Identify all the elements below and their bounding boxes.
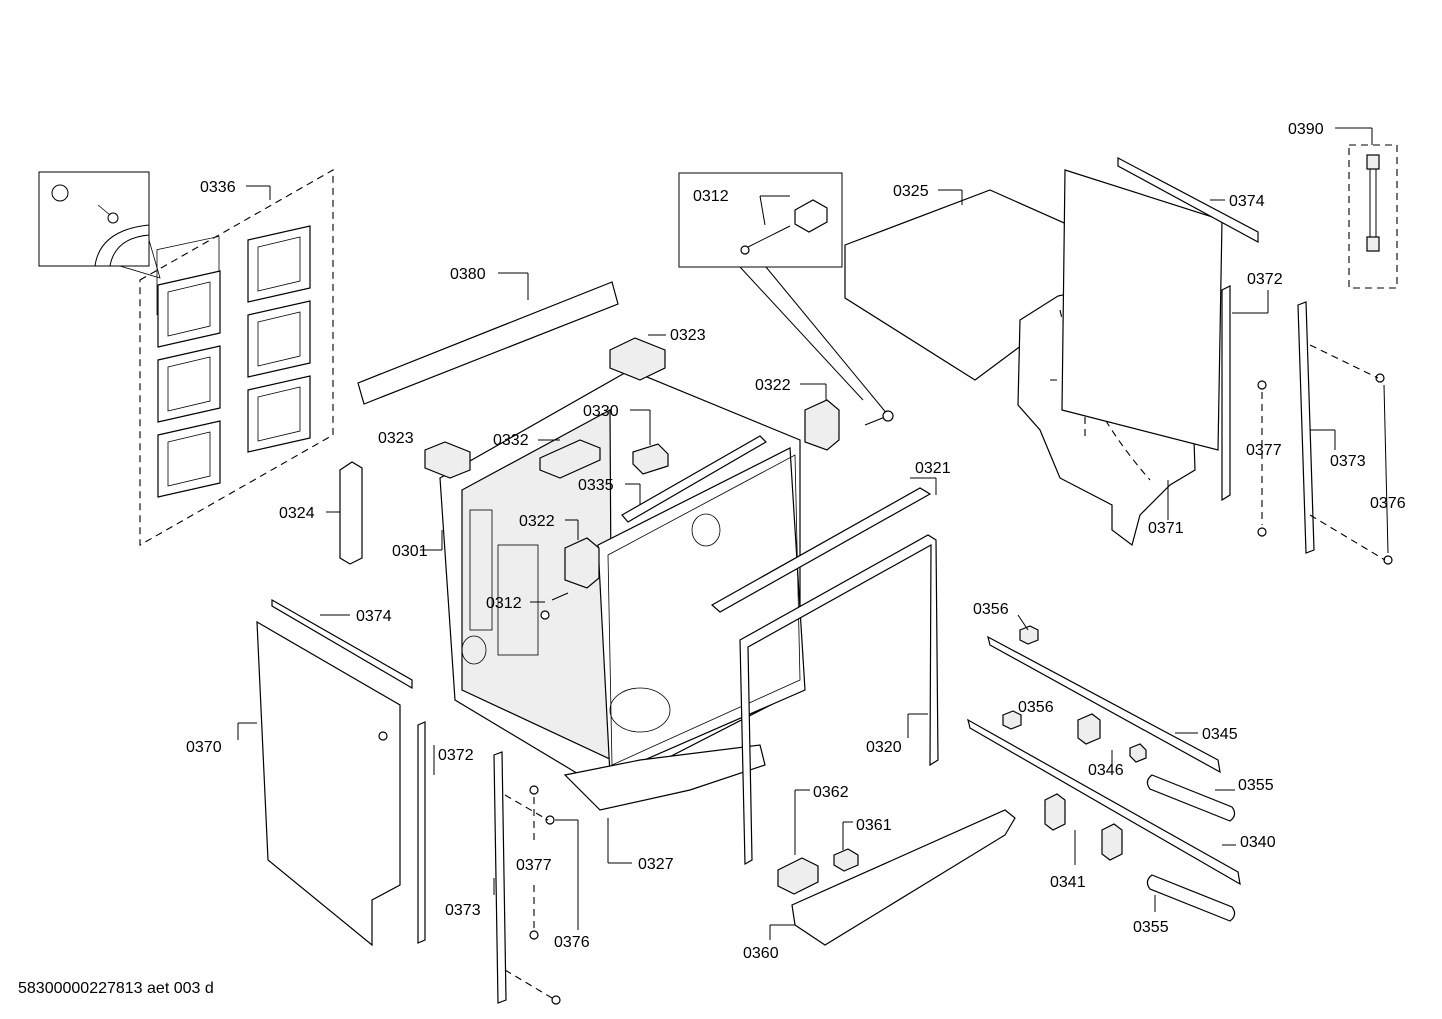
part-0341-clips — [1044, 793, 1123, 861]
label-0340: 0340 — [1240, 834, 1276, 851]
label-0330: 0330 — [583, 403, 619, 420]
label-0320: 0320 — [866, 739, 902, 756]
part-0336-insulation-sheet — [38, 169, 334, 546]
part-0373-rail-right — [1297, 301, 1315, 554]
part-0330-clip — [632, 443, 669, 475]
label-0322-mid: 0322 — [519, 513, 555, 530]
part-0356-clip-mid — [1002, 710, 1022, 730]
part-0376-screws-left — [504, 794, 579, 1005]
part-0345-rail — [987, 635, 1221, 774]
label-0373-right: 0373 — [1330, 453, 1366, 470]
label-0372-right: 0372 — [1247, 271, 1283, 288]
part-0323-bracket-left — [424, 441, 471, 479]
label-0332: 0332 — [493, 432, 529, 449]
label-0374-left: 0374 — [356, 608, 392, 625]
part-0362-pump — [777, 857, 819, 895]
part-0323-bracket-top — [609, 337, 666, 381]
label-0371: 0371 — [1148, 520, 1184, 537]
part-0320-door-seal — [739, 534, 939, 866]
part-0374-side-panel-right — [1061, 157, 1259, 451]
label-0312-mid: 0312 — [486, 595, 522, 612]
part-0346-clip — [1077, 713, 1147, 763]
label-0377-right: 0377 — [1246, 442, 1282, 459]
part-0372-strip-right — [1221, 285, 1231, 502]
label-0355-top: 0355 — [1238, 777, 1274, 794]
part-0390-hose — [1348, 144, 1398, 289]
part-0321-seal — [710, 487, 932, 613]
part-0356-clip-top — [1019, 625, 1039, 645]
label-0376-left: 0376 — [554, 934, 590, 951]
part-0335-rail — [621, 435, 767, 523]
part-0322-hinge-mid — [564, 537, 600, 589]
label-0346: 0346 — [1088, 762, 1124, 779]
label-0373-left: 0373 — [445, 902, 481, 919]
label-0361: 0361 — [856, 817, 892, 834]
label-0321: 0321 — [915, 460, 951, 477]
part-0380-top-strip — [357, 281, 619, 405]
part-0312-screws — [540, 592, 569, 620]
label-0324: 0324 — [279, 505, 315, 522]
label-0380: 0380 — [450, 266, 486, 283]
label-0323-top: 0323 — [670, 327, 706, 344]
label-0345: 0345 — [1202, 726, 1238, 743]
part-0373-rail-left — [493, 751, 507, 1004]
label-0356-mid: 0356 — [1018, 699, 1054, 716]
label-0323-left: 0323 — [378, 430, 414, 447]
detail-screw-icon — [51, 184, 69, 202]
part-0322-hinge-right — [804, 399, 894, 451]
part-0370-side-panel-left — [256, 598, 413, 947]
part-0312-detail-box — [678, 172, 889, 416]
label-0370: 0370 — [186, 739, 222, 756]
label-0301: 0301 — [392, 543, 428, 560]
label-0355-bottom: 0355 — [1133, 919, 1169, 936]
part-0355-cover-bottom — [1146, 874, 1236, 922]
part-0377-screws-right — [1257, 380, 1267, 537]
label-0335: 0335 — [578, 477, 614, 494]
label-0341: 0341 — [1050, 874, 1086, 891]
label-0390: 0390 — [1288, 121, 1324, 138]
part-0372-strip-left — [417, 721, 426, 944]
label-0362: 0362 — [813, 784, 849, 801]
label-0312-detail: 0312 — [693, 188, 729, 205]
label-0377-left: 0377 — [516, 857, 552, 874]
part-0340-rail — [967, 718, 1241, 886]
label-0322-right: 0322 — [755, 377, 791, 394]
label-0374-top: 0374 — [1229, 193, 1265, 210]
label-0376-right: 0376 — [1370, 495, 1406, 512]
label-0336: 0336 — [200, 179, 236, 196]
label-0327: 0327 — [638, 856, 674, 873]
label-0356-top: 0356 — [973, 601, 1009, 618]
label-0360: 0360 — [743, 945, 779, 962]
part-0324-support — [339, 461, 363, 565]
part-0355-cover-top — [1146, 774, 1236, 822]
part-0360-base-tray — [791, 809, 1016, 946]
part-0377-screws-left — [529, 785, 539, 940]
part-0332-latch — [539, 439, 601, 479]
label-0325: 0325 — [893, 183, 929, 200]
part-0361-sensor — [833, 848, 859, 872]
label-0372-left: 0372 — [438, 747, 474, 764]
part-0376-screws-right — [1309, 344, 1393, 565]
document-reference: 58300000227813 aet 003 d — [18, 980, 214, 997]
